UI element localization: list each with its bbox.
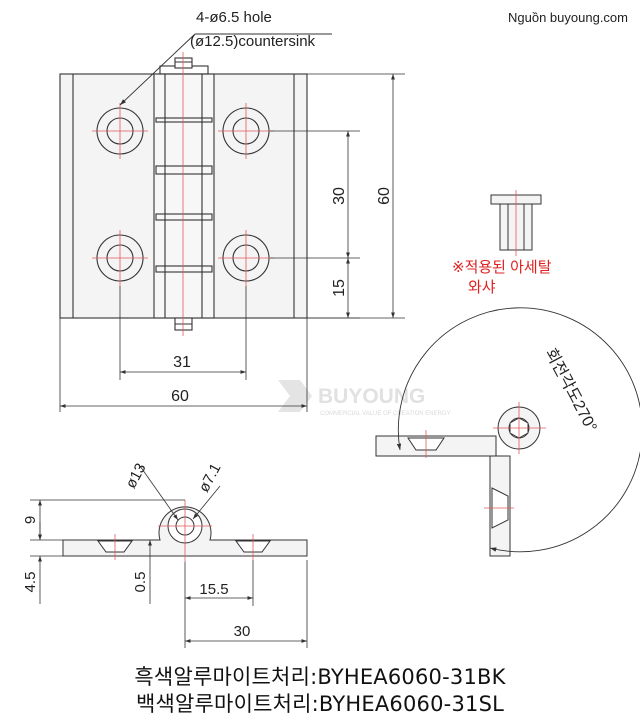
front-horizontal-dimensions: [59, 286, 308, 412]
rotation-angle-label: 회전각도270°: [541, 345, 600, 435]
side-view-center-lines: [114, 500, 254, 562]
dim-hole-pitch-horizontal: 31: [173, 354, 191, 371]
hinge-rotation-view: [375, 406, 541, 557]
dim-knuckle-diameter: ø13: [122, 460, 149, 491]
countersink-spec-text: (ø12.5)countersink: [190, 33, 316, 50]
dim-hole-from-center: 15.5: [199, 581, 228, 598]
source-credit: Nguồn buyoung.com: [508, 10, 628, 25]
washer-note-line2: 와샤: [468, 279, 496, 296]
dim-overall-width: 60: [171, 388, 189, 405]
model-code-list: 흑색알루마이트처리:BYHEA6060-31BK 백색알루마이트처리:BYHEA…: [0, 664, 640, 718]
dim-pin-diameter: ø7.1: [195, 461, 224, 495]
center-lines-front: [92, 52, 274, 336]
dim-side-height: 9: [22, 516, 39, 524]
watermark: BUYOUNG COMMERCIAL VALUE OF CREATION ENE…: [278, 380, 451, 417]
watermark-logo-icon: [278, 380, 312, 412]
front-vertical-dimensions: [270, 73, 405, 319]
model-code-black: 흑색알루마이트처리:BYHEA6060-31BK: [134, 665, 506, 689]
rotation-arc: [396, 307, 640, 553]
dim-leaf-thickness: 4.5: [22, 572, 39, 593]
washer-note-line1: ※적용된 아세탈: [452, 259, 552, 276]
dim-small-offset: 0.5: [132, 572, 149, 593]
side-view-dimensions: [30, 465, 308, 648]
dim-hole-from-bottom: 15: [331, 279, 348, 297]
dim-half-width: 30: [234, 623, 251, 640]
hinge-front-view: [59, 57, 308, 331]
hole-spec-text: 4-ø6.5 hole: [196, 9, 272, 26]
model-code-silver: 백색알루마이트처리:BYHEA6060-31SL: [135, 692, 505, 716]
watermark-brand: BUYOUNG: [318, 385, 425, 408]
hole-callout: 4-ø6.5 hole (ø12.5)countersink: [119, 9, 332, 106]
dim-hole-pitch-vertical: 30: [331, 187, 348, 205]
watermark-tagline: COMMERCIAL VALUE OF CREATION ENERGY: [320, 411, 451, 417]
dim-overall-height: 60: [376, 187, 393, 205]
